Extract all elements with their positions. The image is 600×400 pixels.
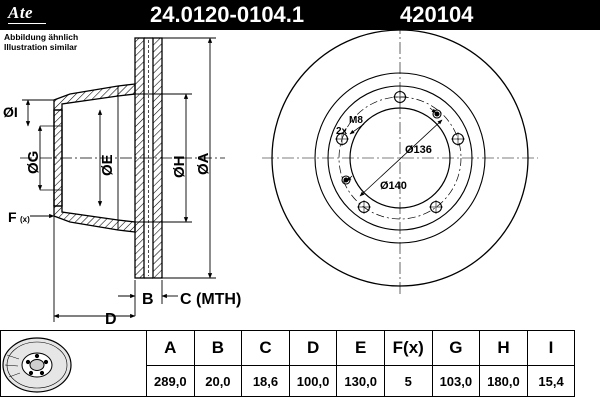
label-f: F <box>8 209 17 225</box>
bolt-hole <box>357 200 371 214</box>
value-d: 100,0 <box>288 365 338 397</box>
label-dia-h: ØH <box>171 156 188 179</box>
label-c: C (MTH) <box>180 291 241 308</box>
side-labels: ØI ØG ØE ØH ØA F (x) B C (MTH) D <box>3 104 241 328</box>
threaded-holes <box>341 109 442 185</box>
value-a: 289,0 <box>146 365 195 397</box>
label-dia-g: ØG <box>25 151 42 174</box>
value-e: 130,0 <box>336 365 385 397</box>
value-f: 5 <box>383 365 433 397</box>
label-dia-e: ØE <box>99 154 116 176</box>
value-i: 15,4 <box>526 365 576 397</box>
label-b: B <box>142 291 154 308</box>
logo-underline <box>8 23 46 24</box>
header-e: E <box>336 330 385 366</box>
label-dia-a: ØA <box>195 152 212 175</box>
dimension-table: A B C D E F(x) G H I 289,0 20,0 18,6 100… <box>146 330 576 397</box>
bolt-hole <box>429 200 443 214</box>
bolt-holes <box>335 90 465 214</box>
header-b: B <box>193 330 243 366</box>
value-c: 18,6 <box>241 365 290 397</box>
front-labels: M8 2x Ø136 Ø140 <box>336 115 432 192</box>
header-i: I <box>526 330 576 366</box>
label-f-sub: (x) <box>20 215 30 224</box>
bolt-circle <box>338 96 462 220</box>
bolt-hole <box>451 132 465 146</box>
table-header-row: A B C D E F(x) G H I <box>146 330 576 366</box>
front-dimension-lines <box>346 107 443 197</box>
label-bore: Ø140 <box>380 180 407 192</box>
header-g: G <box>431 330 481 366</box>
label-thread-count: 2x <box>336 126 348 137</box>
note-german: Abbildung ähnlich <box>4 32 79 42</box>
reference-number: 420104 <box>400 2 474 27</box>
title-bar: Ate 24.0120-0104.1 420104 <box>0 0 600 30</box>
value-b: 20,0 <box>193 365 243 397</box>
label-pcd: Ø136 <box>405 144 432 156</box>
side-section-view <box>20 37 225 279</box>
header-h: H <box>479 330 528 366</box>
header-f: F(x) <box>383 330 433 366</box>
header-d: D <box>288 330 338 366</box>
table-value-row: 289,0 20,0 18,6 100,0 130,0 5 103,0 180,… <box>146 365 576 397</box>
part-number: 24.0120-0104.1 <box>150 2 305 27</box>
hat-section <box>40 83 136 233</box>
bolt-hole <box>393 90 407 104</box>
disc-thumbnail <box>2 337 72 393</box>
value-g: 103,0 <box>431 365 481 397</box>
front-view <box>262 22 538 294</box>
thumbnail-cell <box>0 330 146 397</box>
label-d: D <box>105 311 117 328</box>
bolt-hole <box>335 132 349 146</box>
header-c: C <box>241 330 290 366</box>
header-a: A <box>146 330 195 366</box>
illustration-note: Abbildung ähnlich Illustration similar <box>4 32 78 52</box>
label-dia-i: ØI <box>3 104 18 120</box>
note-english: Illustration similar <box>4 42 78 52</box>
brand-logo: Ate <box>8 3 34 22</box>
value-h: 180,0 <box>479 365 528 397</box>
side-dimensions <box>22 37 216 322</box>
technical-drawing: ØI ØG ØE ØH ØA F (x) B C (MTH) D <box>3 22 538 328</box>
label-thread: M8 <box>349 115 363 126</box>
